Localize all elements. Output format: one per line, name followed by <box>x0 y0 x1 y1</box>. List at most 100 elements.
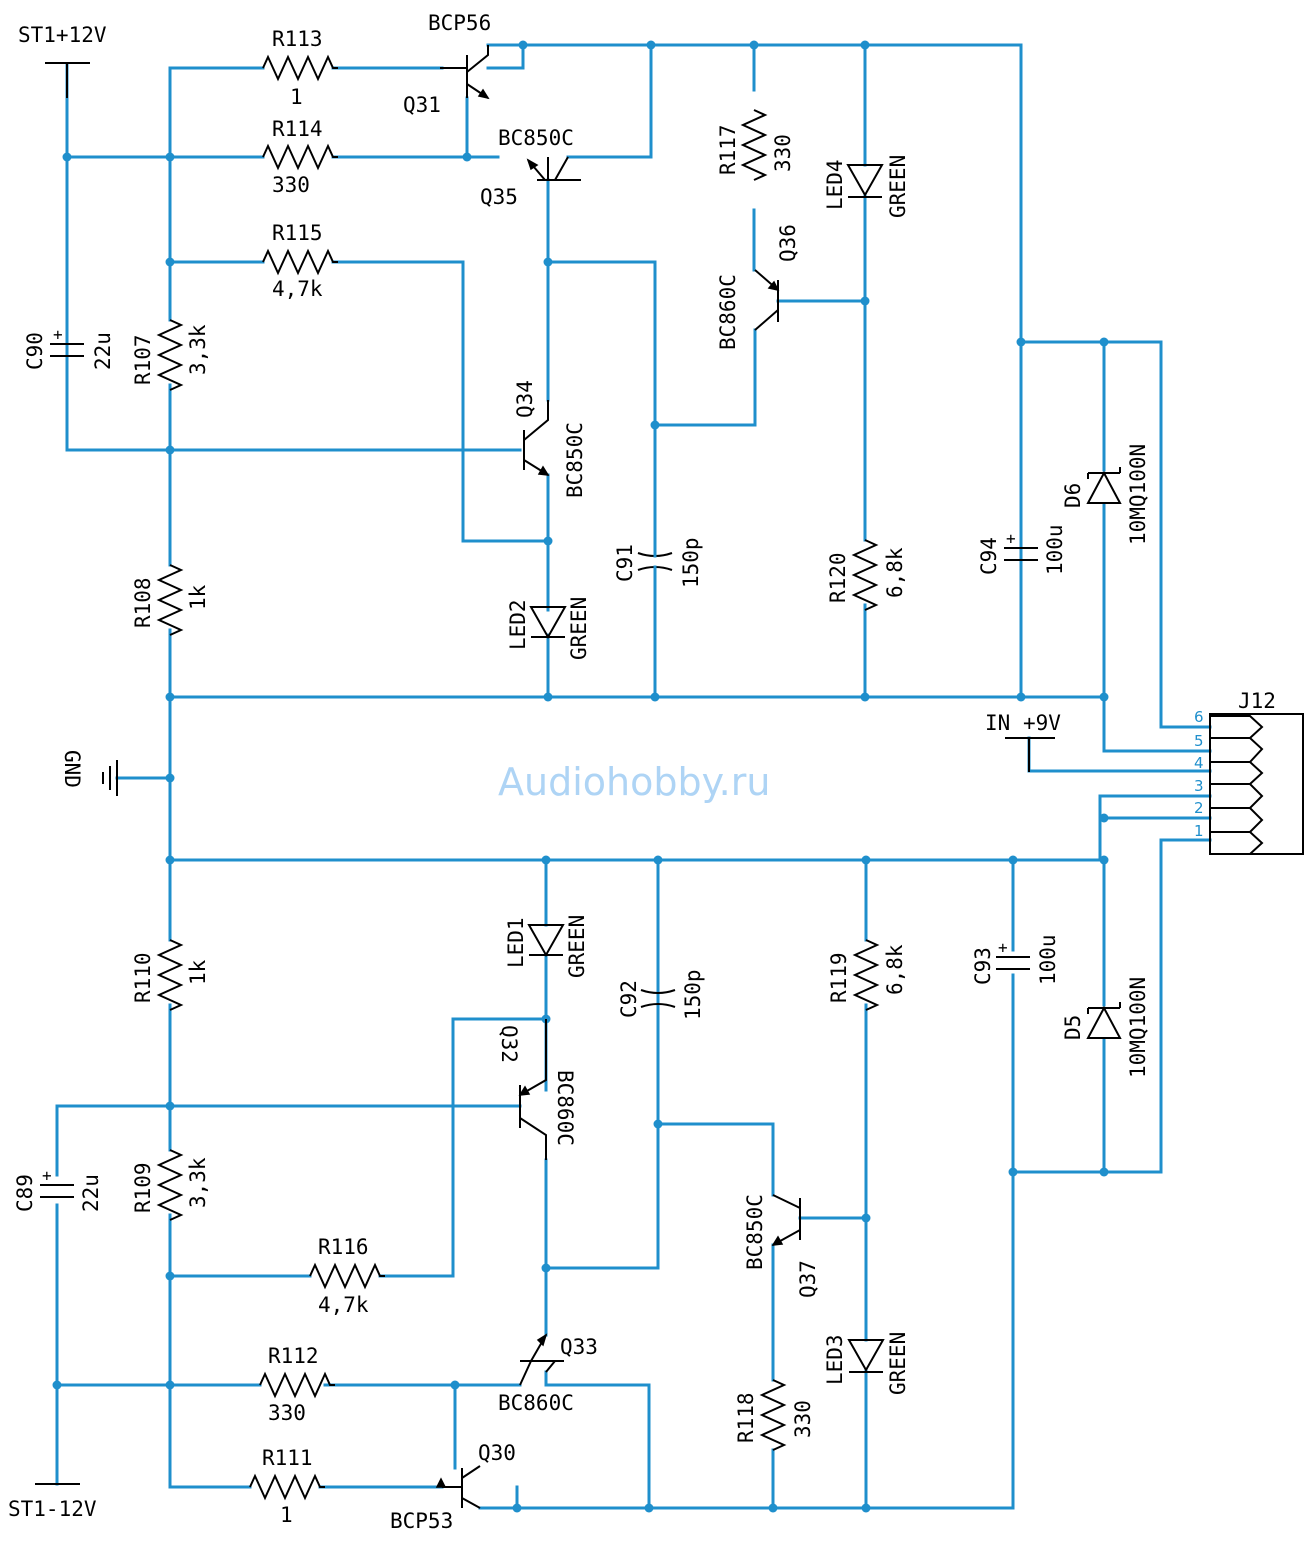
svg-text:4,7k: 4,7k <box>318 1293 369 1317</box>
svg-text:330: 330 <box>791 1400 815 1438</box>
svg-text:1k: 1k <box>186 959 210 985</box>
svg-text:R113: R113 <box>272 27 323 51</box>
svg-text:GREEN: GREEN <box>886 155 910 218</box>
svg-text:LED2: LED2 <box>506 599 530 650</box>
svg-text:1: 1 <box>290 85 303 109</box>
connector-pin-3: 3 <box>1194 777 1204 795</box>
resistor-r112: R112 330 <box>259 1344 335 1425</box>
resistor-r113: R113 1 <box>262 27 338 109</box>
svg-text:GREEN: GREEN <box>886 1332 910 1395</box>
svg-text:Q36: Q36 <box>776 224 800 262</box>
led1: LED1 GREEN <box>504 915 589 978</box>
svg-text:BC850C: BC850C <box>743 1194 767 1270</box>
svg-text:C90: C90 <box>23 332 47 370</box>
svg-text:1k: 1k <box>186 584 210 610</box>
capacitor-c94: + C94 100u <box>977 524 1067 575</box>
svg-text:6,8k: 6,8k <box>883 547 907 598</box>
resistor-r116: R116 4,7k <box>309 1235 385 1317</box>
connector-pin-1: 1 <box>1194 822 1204 840</box>
svg-text:GREEN: GREEN <box>565 915 589 978</box>
input-label: IN <box>985 711 1010 735</box>
svg-text:BCP53: BCP53 <box>390 1509 453 1533</box>
led2: LED2 GREEN <box>506 597 591 660</box>
svg-text:D6: D6 <box>1061 483 1085 508</box>
svg-text:Q35: Q35 <box>480 185 518 209</box>
svg-text:Q30: Q30 <box>478 1441 516 1465</box>
svg-text:LED1: LED1 <box>504 917 528 968</box>
diode-d5: D5 10MQ100N <box>1061 977 1150 1078</box>
capacitor-c90: + C90 22u <box>23 325 115 370</box>
capacitor-c91: C91 150p <box>613 537 703 588</box>
svg-text:22u: 22u <box>79 1174 103 1212</box>
neg-supply-symbol: ST1-12V <box>8 1483 97 1521</box>
svg-text:D5: D5 <box>1061 1015 1085 1040</box>
svg-text:R119: R119 <box>827 952 851 1003</box>
svg-text:BC860C: BC860C <box>716 274 740 350</box>
svg-text:R107: R107 <box>131 334 155 385</box>
svg-text:C94: C94 <box>977 537 1001 575</box>
connector-pin-5: 5 <box>1194 732 1204 750</box>
diode-d6: D6 10MQ100N <box>1061 444 1150 545</box>
input-symbol: IN +9V <box>985 711 1061 772</box>
svg-text:+: + <box>53 325 63 344</box>
svg-text:R116: R116 <box>318 1235 369 1259</box>
svg-text:330: 330 <box>268 1401 306 1425</box>
capacitor-c89: + C89 22u <box>13 1166 103 1212</box>
input-voltage-label: +9V <box>1023 711 1061 735</box>
wires <box>55 43 1212 1510</box>
svg-text:+: + <box>1006 529 1016 548</box>
svg-text:330: 330 <box>272 173 310 197</box>
svg-text:R114: R114 <box>272 117 323 141</box>
svg-text:C93: C93 <box>971 947 995 985</box>
capacitor-c92: C92 150p <box>617 858 705 1126</box>
svg-text:100u: 100u <box>1036 934 1060 985</box>
resistor-r120: R120 6,8k <box>826 539 907 611</box>
svg-text:BC860C: BC860C <box>553 1070 577 1146</box>
resistor-r111: R111 1 <box>249 1446 325 1527</box>
svg-text:150p: 150p <box>679 537 703 588</box>
pos-supply-symbol: ST1+12V <box>18 23 107 98</box>
svg-text:R120: R120 <box>826 552 850 603</box>
neg-supply-label: ST1-12V <box>8 1497 97 1521</box>
svg-text:R108: R108 <box>131 577 155 628</box>
transistor-q37: BC850C Q37 <box>743 1194 820 1298</box>
watermark: Audiohobby.ru <box>498 760 770 804</box>
transistor-q32: Q32 BC860C <box>497 1019 577 1160</box>
svg-text:R112: R112 <box>268 1344 319 1368</box>
svg-text:150p: 150p <box>681 969 705 1020</box>
resistor-r117: R117 330 <box>716 109 795 181</box>
svg-text:Q33: Q33 <box>560 1335 598 1359</box>
svg-text:+: + <box>998 938 1008 957</box>
connector-pin-4: 4 <box>1194 754 1204 772</box>
svg-text:R117: R117 <box>716 124 740 175</box>
transistor-q30: Q30 BCP53 <box>390 1441 516 1533</box>
svg-text:10MQ100N: 10MQ100N <box>1126 444 1150 545</box>
resistor-r115: R115 4,7k <box>262 221 338 301</box>
connector-ref: J12 <box>1238 689 1276 713</box>
connector-pin-6: 6 <box>1194 708 1204 726</box>
svg-text:BC850C: BC850C <box>563 422 587 498</box>
capacitor-c93: + C93 100u <box>971 934 1060 985</box>
svg-text:LED3: LED3 <box>823 1334 847 1385</box>
svg-text:R111: R111 <box>262 1446 313 1470</box>
connector-pin-2: 2 <box>1194 799 1204 817</box>
svg-text:Q31: Q31 <box>403 93 441 117</box>
svg-text:LED4: LED4 <box>823 159 847 210</box>
svg-text:4,7k: 4,7k <box>272 277 323 301</box>
pos-supply-label: ST1+12V <box>18 23 107 47</box>
svg-text:R115: R115 <box>272 221 323 245</box>
svg-text:C89: C89 <box>13 1174 37 1212</box>
svg-text:BCP56: BCP56 <box>428 11 491 35</box>
junctions <box>52 40 1109 1513</box>
svg-text:+: + <box>42 1166 52 1185</box>
ground-label: GND <box>60 750 84 788</box>
svg-text:R109: R109 <box>131 1162 155 1213</box>
svg-text:R110: R110 <box>131 952 155 1003</box>
transistor-q33: Q33 BC860C <box>498 1333 598 1415</box>
svg-text:22u: 22u <box>91 332 115 370</box>
svg-text:Q37: Q37 <box>796 1260 820 1298</box>
resistor-r109: R109 3,3k <box>131 1149 210 1221</box>
resistor-r110: R110 1k <box>131 939 210 1011</box>
svg-text:10MQ100N: 10MQ100N <box>1126 977 1150 1078</box>
ground-symbol: GND <box>60 750 118 796</box>
